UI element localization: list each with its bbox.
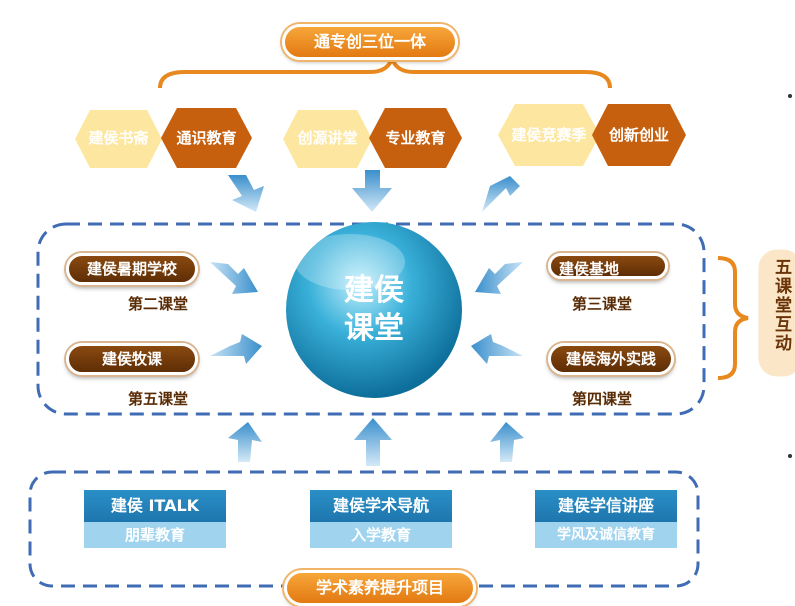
top-brace — [158, 50, 612, 89]
side-brace — [717, 256, 749, 380]
center-label: 建侯 课堂 — [300, 272, 448, 348]
left-item-2-label: 建侯牧课 — [101, 350, 162, 368]
bottom-box-1-sub: 朋辈教育 — [84, 522, 226, 548]
hex-orange-1 — [161, 108, 252, 168]
bottom-dashed-frame — [28, 470, 700, 588]
arrow-right-1 — [210, 262, 258, 294]
hex-label-right-2: 专业教育 — [385, 129, 446, 147]
right-item-2-label: 建侯海外实践 — [565, 350, 656, 368]
hex-yellow-2 — [283, 110, 372, 168]
arrow-down-3 — [482, 176, 520, 212]
side-pill-bg — [755, 246, 795, 380]
left-item-2: 建侯牧课 — [66, 343, 198, 375]
side-vertical-text: 五课堂互动 — [771, 258, 791, 353]
hex-yellow-1 — [75, 110, 162, 168]
hex-label-right-1: 通识教育 — [176, 129, 237, 147]
bottom-title-pill: 学术素养提升项目 — [284, 570, 476, 606]
hex-orange-3 — [592, 104, 686, 166]
right-item-1: 建侯基地 — [548, 253, 668, 279]
middle-dashed-frame — [36, 222, 706, 416]
top-title-pill: 通专创三位一体 — [282, 24, 458, 60]
top-title: 通专创三位一体 — [313, 32, 426, 51]
center-line-2: 课堂 — [344, 311, 404, 346]
bottom-title: 学术素养提升项目 — [315, 578, 444, 597]
left-item-2-sub: 第五课堂 — [127, 390, 188, 408]
hex-label-left-2: 创源讲堂 — [297, 129, 358, 147]
arrow-left-1 — [475, 262, 523, 294]
hex-label-left-1: 建侯书斋 — [88, 129, 149, 147]
hex-label-left-3: 建侯竞赛季 — [511, 126, 587, 144]
arrow-up-3 — [490, 422, 524, 462]
hex-yellow-3 — [498, 104, 600, 166]
arrow-up-2 — [354, 418, 392, 466]
arrow-right-2 — [210, 334, 262, 364]
bottom-box-3-sub: 学风及诚信教育 — [535, 522, 677, 548]
bottom-box-3: 建侯学信讲座 学风及诚信教育 — [535, 490, 677, 548]
right-item-1-sub: 第三课堂 — [571, 295, 632, 313]
hex-group-3 — [498, 104, 686, 166]
side-vertical-label: 五课堂互动 — [764, 258, 795, 353]
arrow-down-1 — [228, 175, 264, 212]
bottom-box-3-title: 建侯学信讲座 — [535, 490, 677, 522]
hex-group-2 — [283, 108, 462, 168]
bottom-box-1-title: 建侯 ITALK — [84, 490, 226, 522]
sphere-highlight — [295, 234, 405, 290]
right-item-2-sub: 第四课堂 — [571, 390, 632, 408]
arrow-down-2 — [352, 170, 392, 212]
bottom-box-2-sub: 入学教育 — [310, 522, 452, 548]
bottom-box-2-title: 建侯学术导航 — [310, 490, 452, 522]
center-line-1: 建侯 — [344, 273, 404, 308]
hex-label-right-3: 创新创业 — [608, 126, 669, 144]
left-item-1-label: 建侯暑期学校 — [86, 260, 177, 278]
left-item-1: 建侯暑期学校 — [66, 253, 198, 285]
center-sphere — [286, 222, 462, 398]
arrow-left-2 — [471, 334, 523, 364]
right-item-1-label: 建侯基地 — [559, 260, 620, 278]
left-item-1-sub: 第二课堂 — [127, 295, 188, 313]
right-item-2: 建侯海外实践 — [548, 343, 674, 375]
hex-orange-2 — [369, 108, 462, 168]
arrow-up-1 — [228, 422, 262, 462]
hex-group-1 — [75, 108, 252, 168]
bottom-box-1: 建侯 ITALK 朋辈教育 — [84, 490, 226, 548]
bottom-box-2: 建侯学术导航 入学教育 — [310, 490, 452, 548]
